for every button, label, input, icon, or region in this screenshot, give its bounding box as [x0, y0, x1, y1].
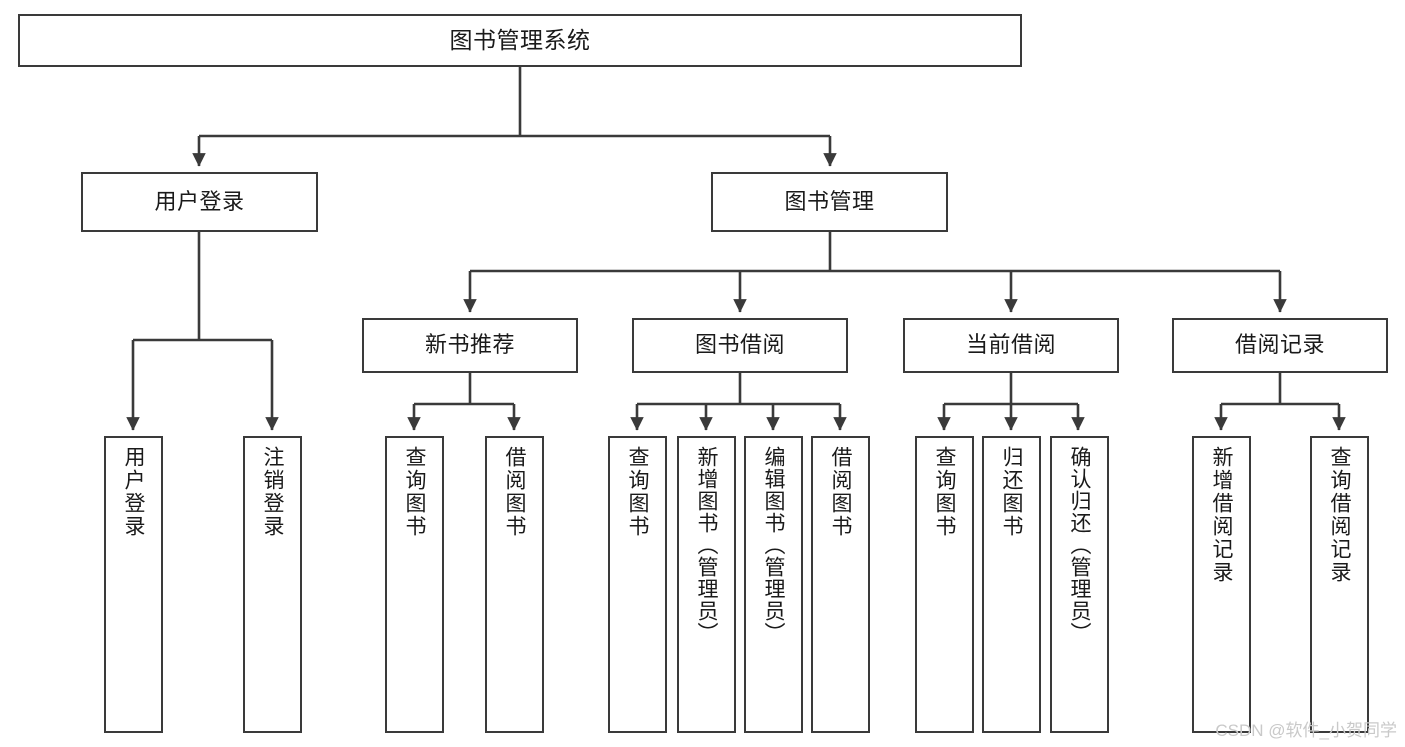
- leaf-user-login[interactable]: 用户登录: [104, 436, 163, 733]
- node-label: 图书管理: [784, 188, 875, 214]
- node-label: 查询借阅记录: [1328, 446, 1351, 584]
- node-borrowing-records[interactable]: 借阅记录: [1172, 318, 1388, 373]
- node-label: 当前借阅: [965, 332, 1056, 358]
- node-label: 编辑图书（管理员）: [762, 446, 785, 644]
- leaf-borrow-books-new[interactable]: 借阅图书: [485, 436, 544, 733]
- node-label: 借阅图书: [503, 446, 526, 538]
- node-label: 用户登录: [154, 188, 245, 214]
- node-new-book-recommendation[interactable]: 新书推荐: [362, 318, 578, 373]
- leaf-add-book-admin[interactable]: 新增图书（管理员）: [677, 436, 736, 733]
- node-root-system[interactable]: 图书管理系统: [18, 14, 1022, 67]
- node-label: 查询图书: [626, 446, 649, 538]
- leaf-edit-book-admin[interactable]: 编辑图书（管理员）: [744, 436, 803, 733]
- leaf-query-books-new[interactable]: 查询图书: [385, 436, 444, 733]
- node-label: 查询图书: [403, 446, 426, 538]
- node-current-borrowing[interactable]: 当前借阅: [903, 318, 1119, 373]
- node-label: 借阅图书: [829, 446, 852, 538]
- node-label: 新增图书（管理员）: [695, 446, 718, 644]
- leaf-return-books[interactable]: 归还图书: [982, 436, 1041, 733]
- node-label: 新书推荐: [424, 332, 515, 358]
- leaf-query-books-borrow[interactable]: 查询图书: [608, 436, 667, 733]
- leaf-confirm-return-admin[interactable]: 确认归还（管理员）: [1050, 436, 1109, 733]
- node-label: 注销登录: [261, 446, 284, 538]
- leaf-query-borrow-record[interactable]: 查询借阅记录: [1310, 436, 1369, 733]
- node-label: 新增借阅记录: [1210, 446, 1233, 584]
- node-label: 图书借阅: [694, 332, 785, 358]
- watermark-text: CSDN @软件_小贺同学: [1215, 721, 1397, 740]
- node-label: 用户登录: [122, 446, 145, 538]
- node-label: 图书管理系统: [449, 26, 591, 53]
- node-label: 借阅记录: [1234, 332, 1325, 358]
- leaf-query-books-current[interactable]: 查询图书: [915, 436, 974, 733]
- node-book-borrowing[interactable]: 图书借阅: [632, 318, 848, 373]
- node-label: 确认归还（管理员）: [1068, 446, 1091, 644]
- leaf-borrow-books[interactable]: 借阅图书: [811, 436, 870, 733]
- node-label: 归还图书: [1000, 446, 1023, 538]
- leaf-logout[interactable]: 注销登录: [243, 436, 302, 733]
- node-user-login[interactable]: 用户登录: [81, 172, 318, 232]
- node-book-management[interactable]: 图书管理: [711, 172, 948, 232]
- leaf-add-borrow-record[interactable]: 新增借阅记录: [1192, 436, 1251, 733]
- node-label: 查询图书: [933, 446, 956, 538]
